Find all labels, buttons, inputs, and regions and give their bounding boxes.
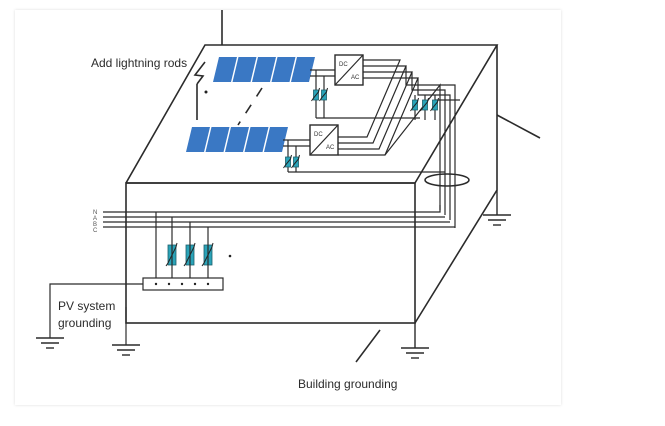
ac-label: AC <box>326 145 335 151</box>
surge-arresters <box>165 87 439 267</box>
label-pv-grounding-1: PV system <box>58 299 115 313</box>
surge-arrester-icon <box>311 87 320 102</box>
label-pv-grounding-2: grounding <box>58 316 111 330</box>
ground-icon <box>36 337 64 349</box>
lightning-rod-icon <box>193 61 208 120</box>
spd-terminal-box <box>49 212 232 345</box>
ac-label: AC <box>351 75 360 81</box>
solar-panel <box>205 127 230 152</box>
solar-panel <box>232 57 257 82</box>
solar-panels <box>186 57 315 152</box>
bus-label-a: A <box>93 216 97 222</box>
dc-ac-wiring <box>283 59 460 228</box>
surge-arrester-icon <box>283 154 292 169</box>
inverter-bottom: DC AC <box>309 124 339 156</box>
cable-bundle-ring <box>424 173 470 187</box>
ground-symbols <box>36 190 511 359</box>
solar-panel <box>264 127 288 152</box>
solar-panel <box>225 127 249 152</box>
bus-label-b: B <box>93 222 97 228</box>
dc-label: DC <box>314 132 323 138</box>
label-building-grounding: Building grounding <box>298 377 397 391</box>
surge-arrester-icon <box>420 97 429 112</box>
solar-panel <box>213 57 237 82</box>
solar-panel <box>271 57 296 82</box>
dc-label: DC <box>339 62 348 68</box>
ground-icon <box>112 344 140 356</box>
solar-panel <box>186 127 210 152</box>
bus-label-n: N <box>93 210 97 216</box>
solar-panel <box>291 57 315 82</box>
inverter-top: DC AC <box>334 54 364 86</box>
nabc-bus: N A B C <box>93 205 455 234</box>
surge-arrester-icon <box>291 154 300 169</box>
ground-icon <box>401 323 429 359</box>
surge-arrester-icon <box>410 97 419 112</box>
solar-panel <box>252 57 276 82</box>
surge-arrester-icon <box>319 87 328 102</box>
bus-label-c: C <box>93 228 98 234</box>
building <box>125 10 541 363</box>
label-lightning-rods: Add lightning rods <box>91 56 187 70</box>
surge-arrester-icon <box>430 97 439 112</box>
ground-icon <box>483 190 511 226</box>
solar-panel <box>244 127 269 152</box>
